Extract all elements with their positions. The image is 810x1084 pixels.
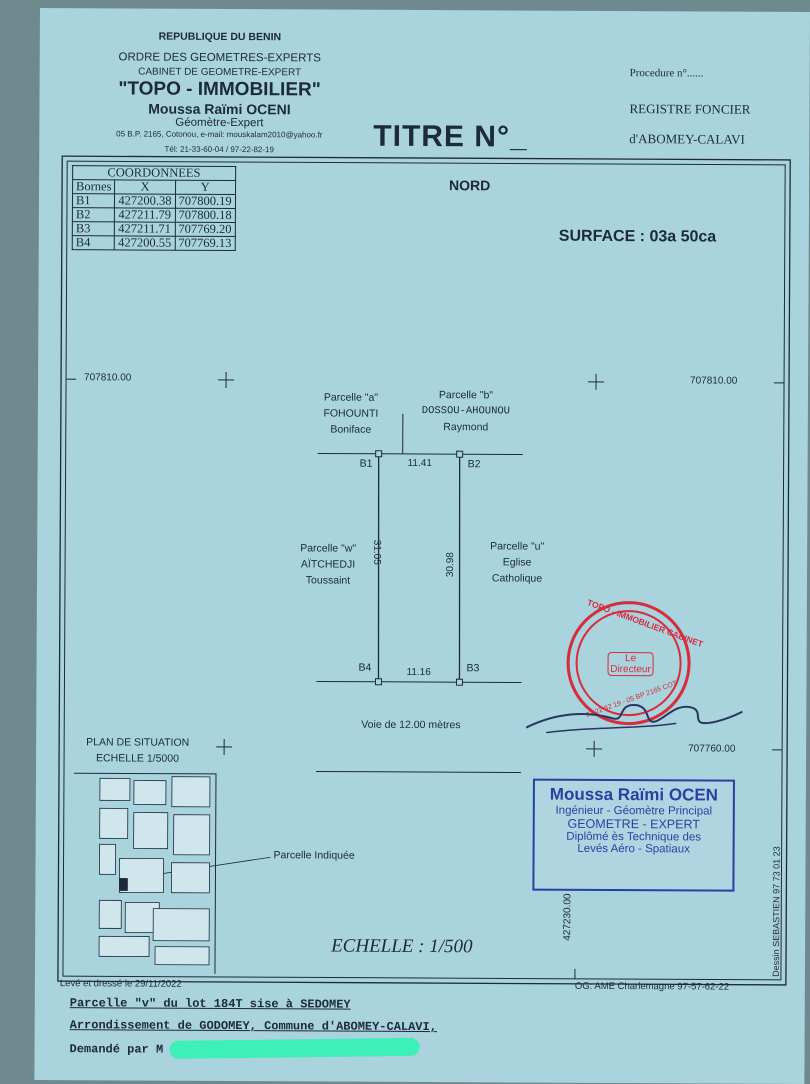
blue-stamp-line: Diplômé ès Technique des — [535, 831, 733, 844]
table-row: B3 427211.71 707769.20 — [72, 222, 235, 237]
table-cell: 427200.55 — [115, 236, 175, 250]
table-cell: B1 — [72, 194, 114, 208]
grid-cross — [216, 739, 232, 755]
parcel-w-line: Parcelle "w" — [283, 540, 373, 556]
column-header: Bornes — [73, 180, 115, 194]
parcel-w-line: AÏTCHEDJI — [283, 556, 373, 572]
table-cell: B2 — [72, 208, 114, 222]
grid-label-x: 427230.00 — [562, 893, 573, 940]
parcel-b-label: Parcelle "b" DOSSOU-AHOUNOU Raymond — [410, 387, 522, 436]
parcel-a-label: Parcelle "a" FOHOUNTI Boniface — [306, 389, 396, 437]
coordinates-title: COORDONNEES — [73, 166, 236, 181]
marker-b2 — [457, 451, 463, 457]
table-row: B4 427200.55 707769.13 — [72, 236, 235, 251]
surveyor-blue-stamp: Moussa Raïmi OCEN Ingénieur - Géomètre P… — [532, 779, 735, 892]
grid-label: 707810.00 — [84, 372, 131, 383]
situation-scale: ECHELLE 1/5000 — [96, 752, 179, 764]
parcel-u-label: Parcelle "u" Eglise Catholique — [472, 538, 562, 586]
road-south-edge — [316, 771, 521, 772]
parcel-a-line: Boniface — [306, 421, 396, 437]
north-label: NORD — [449, 177, 490, 193]
dimension-label: 11.41 — [408, 458, 432, 469]
drawer-credit: Dessin SEBASTIEN 97 73 01 23 — [771, 846, 782, 977]
boundary-marker-label: B4 — [359, 662, 372, 674]
marker-b4 — [375, 679, 381, 685]
parcel-north-boundary — [318, 453, 523, 454]
parcel-a-line: FOHOUNTI — [306, 405, 396, 421]
table-cell: B3 — [72, 222, 114, 236]
table-cell: 427211.71 — [115, 222, 175, 236]
dimension-label: 30.98 — [445, 552, 456, 577]
coordinates-table: COORDONNEES Bornes X Y B1 427200.38 7078… — [72, 165, 236, 251]
grid-cross — [588, 374, 604, 390]
parcel-b-line: Parcelle "b" — [410, 387, 522, 404]
parcel-u-line: Catholique — [472, 570, 562, 586]
blue-stamp-line: Levés Aéro - Spatiaux — [535, 843, 733, 856]
parcel-indicated-label: Parcelle Indiquée — [274, 849, 355, 861]
situation-title: PLAN DE SITUATION — [86, 736, 189, 749]
district-line: Arrondissement de GODOMEY, Commune d'ABO… — [70, 1018, 437, 1034]
column-header: Y — [175, 180, 235, 194]
parcel-u-line: Parcelle "u" — [472, 538, 562, 554]
redaction-highlight — [169, 1038, 419, 1059]
dimension-label: 11.16 — [406, 667, 430, 678]
parcel-u-line: Eglise — [472, 554, 562, 570]
parcel-location-line: Parcelle "v" du lot 184T sise à SEDOMEY — [70, 996, 351, 1011]
blue-stamp-line: Ingénieur - Géomètre Principal — [535, 805, 733, 818]
parcel-b-line: DOSSOU-AHOUNOU — [410, 403, 522, 420]
table-cell: 707800.19 — [175, 194, 235, 208]
signature — [516, 683, 746, 754]
table-row: B1 427200.38 707800.19 — [72, 194, 235, 209]
dimension-label: 31.05 — [371, 540, 382, 565]
boundary-marker-label: B2 — [468, 458, 481, 470]
road-label: Voie de 12.00 mètres — [361, 719, 460, 732]
parcel-w-label: Parcelle "w" AÏTCHEDJI Toussaint — [283, 540, 373, 588]
parcel-east-side — [458, 454, 460, 682]
situation-map — [99, 776, 210, 965]
situation-indicated-parcel — [119, 878, 127, 890]
stamp-center-text: Le Directeur — [608, 652, 654, 676]
parcel-w-line: Toussaint — [283, 572, 373, 588]
surface-label: SURFACE : 03a 50ca — [559, 228, 716, 247]
parcel-b-line: Raymond — [410, 419, 522, 436]
boundary-marker-label: B1 — [360, 458, 373, 470]
grid-label: 707810.00 — [690, 375, 737, 386]
table-cell: 427200.38 — [115, 194, 175, 208]
column-header: X — [115, 180, 175, 194]
blue-stamp-line: Moussa Raïmi OCEN — [535, 785, 733, 806]
survey-document: REPUBLIQUE DU BENIN ORDRE DES GEOMETRES-… — [34, 8, 810, 1084]
survey-date: Levé et dressé le 29/11/2022 — [60, 978, 182, 990]
table-cell: 707769.20 — [175, 222, 235, 236]
table-row: B2 427211.79 707800.18 — [72, 208, 235, 223]
parcel-west-side — [377, 454, 379, 682]
table-cell: 707769.13 — [175, 236, 235, 250]
table-cell: 707800.18 — [175, 208, 235, 222]
boundary-marker-label: B3 — [467, 662, 480, 674]
grid-cross — [218, 372, 234, 388]
marker-b3 — [456, 679, 462, 685]
table-cell: 427211.79 — [115, 208, 175, 222]
requester-line: Demandé par M — [70, 1042, 164, 1056]
parcel-south-boundary — [316, 681, 521, 682]
table-cell: B4 — [72, 236, 114, 250]
marker-b1 — [376, 451, 382, 457]
blue-stamp-line: GEOMETRE - EXPERT — [535, 817, 733, 832]
parcel-a-line: Parcelle "a" — [306, 389, 396, 405]
og-credit: OG: AME Charlemagne 97-57-62-22 — [575, 981, 729, 993]
plan-scale: ECHELLE : 1/500 — [331, 936, 473, 959]
